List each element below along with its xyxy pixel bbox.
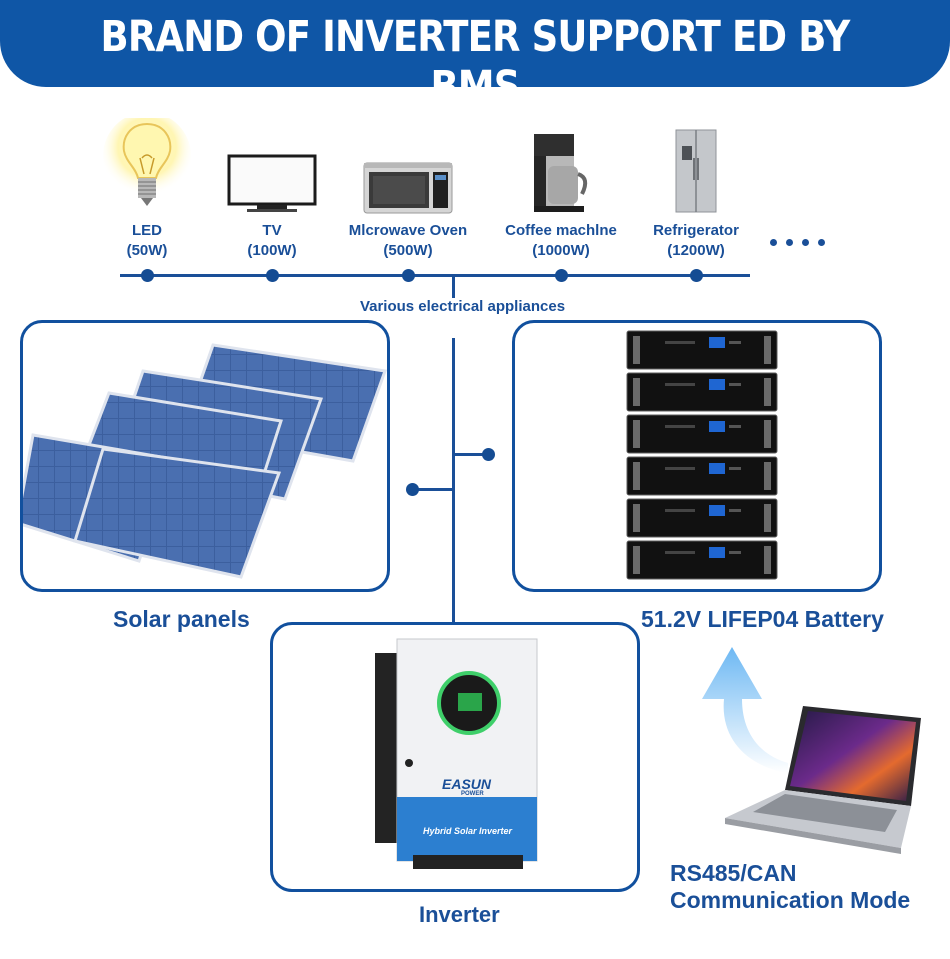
appliance-microwave: Mlcrowave Oven (500W)	[333, 118, 483, 261]
laptop-image	[725, 706, 921, 854]
header-banner: BRAND OF INVERTER SUPPORT ED BY BMS	[0, 0, 950, 112]
appliance-power: (1000W)	[532, 242, 590, 259]
battery-label: 51.2V LIFEP04 Battery	[641, 606, 884, 632]
tv-icon	[227, 154, 317, 212]
appliance-refrigerator: Refrigerator (1200W)	[621, 118, 771, 261]
battery-rack-image	[626, 330, 778, 580]
appliance-name: Mlcrowave Oven	[348, 222, 468, 239]
more-ellipsis-icon	[770, 233, 834, 251]
appliance-coffee-machine: Coffee machlne (1000W)	[486, 118, 636, 261]
coffee-machine-icon	[534, 134, 588, 212]
appliance-bus-line	[120, 274, 750, 277]
solar-panel-image	[15, 343, 388, 579]
upload-arrow-icon	[702, 647, 788, 773]
bus-label: Various electrical appliances	[359, 298, 566, 315]
solar-panels-box	[15, 320, 390, 592]
solar-panels-label: Solar panels	[113, 606, 250, 632]
appliance-name: TV	[262, 222, 282, 239]
appliance-power: (500W)	[383, 242, 433, 259]
connection-dot	[406, 483, 419, 496]
solar-connector	[417, 488, 453, 491]
page-title: BRAND OF INVERTER SUPPORT ED BY BMS	[100, 12, 851, 112]
inverter-label: Inverter	[419, 902, 500, 927]
inverter-brand: EASUN	[442, 776, 492, 792]
appliance-name: Coffee machlne	[505, 222, 617, 239]
appliance-power: (100W)	[247, 242, 297, 259]
connection-dot	[482, 448, 495, 461]
comm-mode-line2: Communication Mode	[670, 887, 911, 913]
inverter-panel-text: Hybrid Solar Inverter	[423, 826, 513, 836]
battery-connector	[455, 453, 485, 456]
inverter-image	[375, 638, 538, 869]
microwave-icon	[363, 162, 453, 214]
trunk-line	[452, 276, 455, 298]
trunk-line	[452, 338, 455, 624]
refrigerator-icon	[675, 129, 717, 213]
inverter-brand-sub: POWER	[461, 791, 484, 797]
connection-dot	[402, 269, 415, 282]
appliance-name: LED	[132, 222, 162, 239]
comm-mode-line1: RS485/CAN	[670, 860, 797, 886]
appliance-name: Refrigerator	[653, 222, 739, 239]
battery-box	[512, 320, 882, 592]
light-bulb-icon	[103, 118, 191, 206]
inverter-box: EASUN POWER Hybrid Solar Inverter	[270, 622, 640, 892]
appliance-led: LED (50W)	[72, 118, 222, 261]
appliance-power: (50W)	[126, 242, 168, 259]
appliance-power: (1200W)	[667, 242, 725, 259]
connection-dot	[141, 269, 154, 282]
connection-dot	[690, 269, 703, 282]
connection-dot	[555, 269, 568, 282]
appliance-tv: TV (100W)	[197, 118, 347, 261]
connection-dot	[266, 269, 279, 282]
